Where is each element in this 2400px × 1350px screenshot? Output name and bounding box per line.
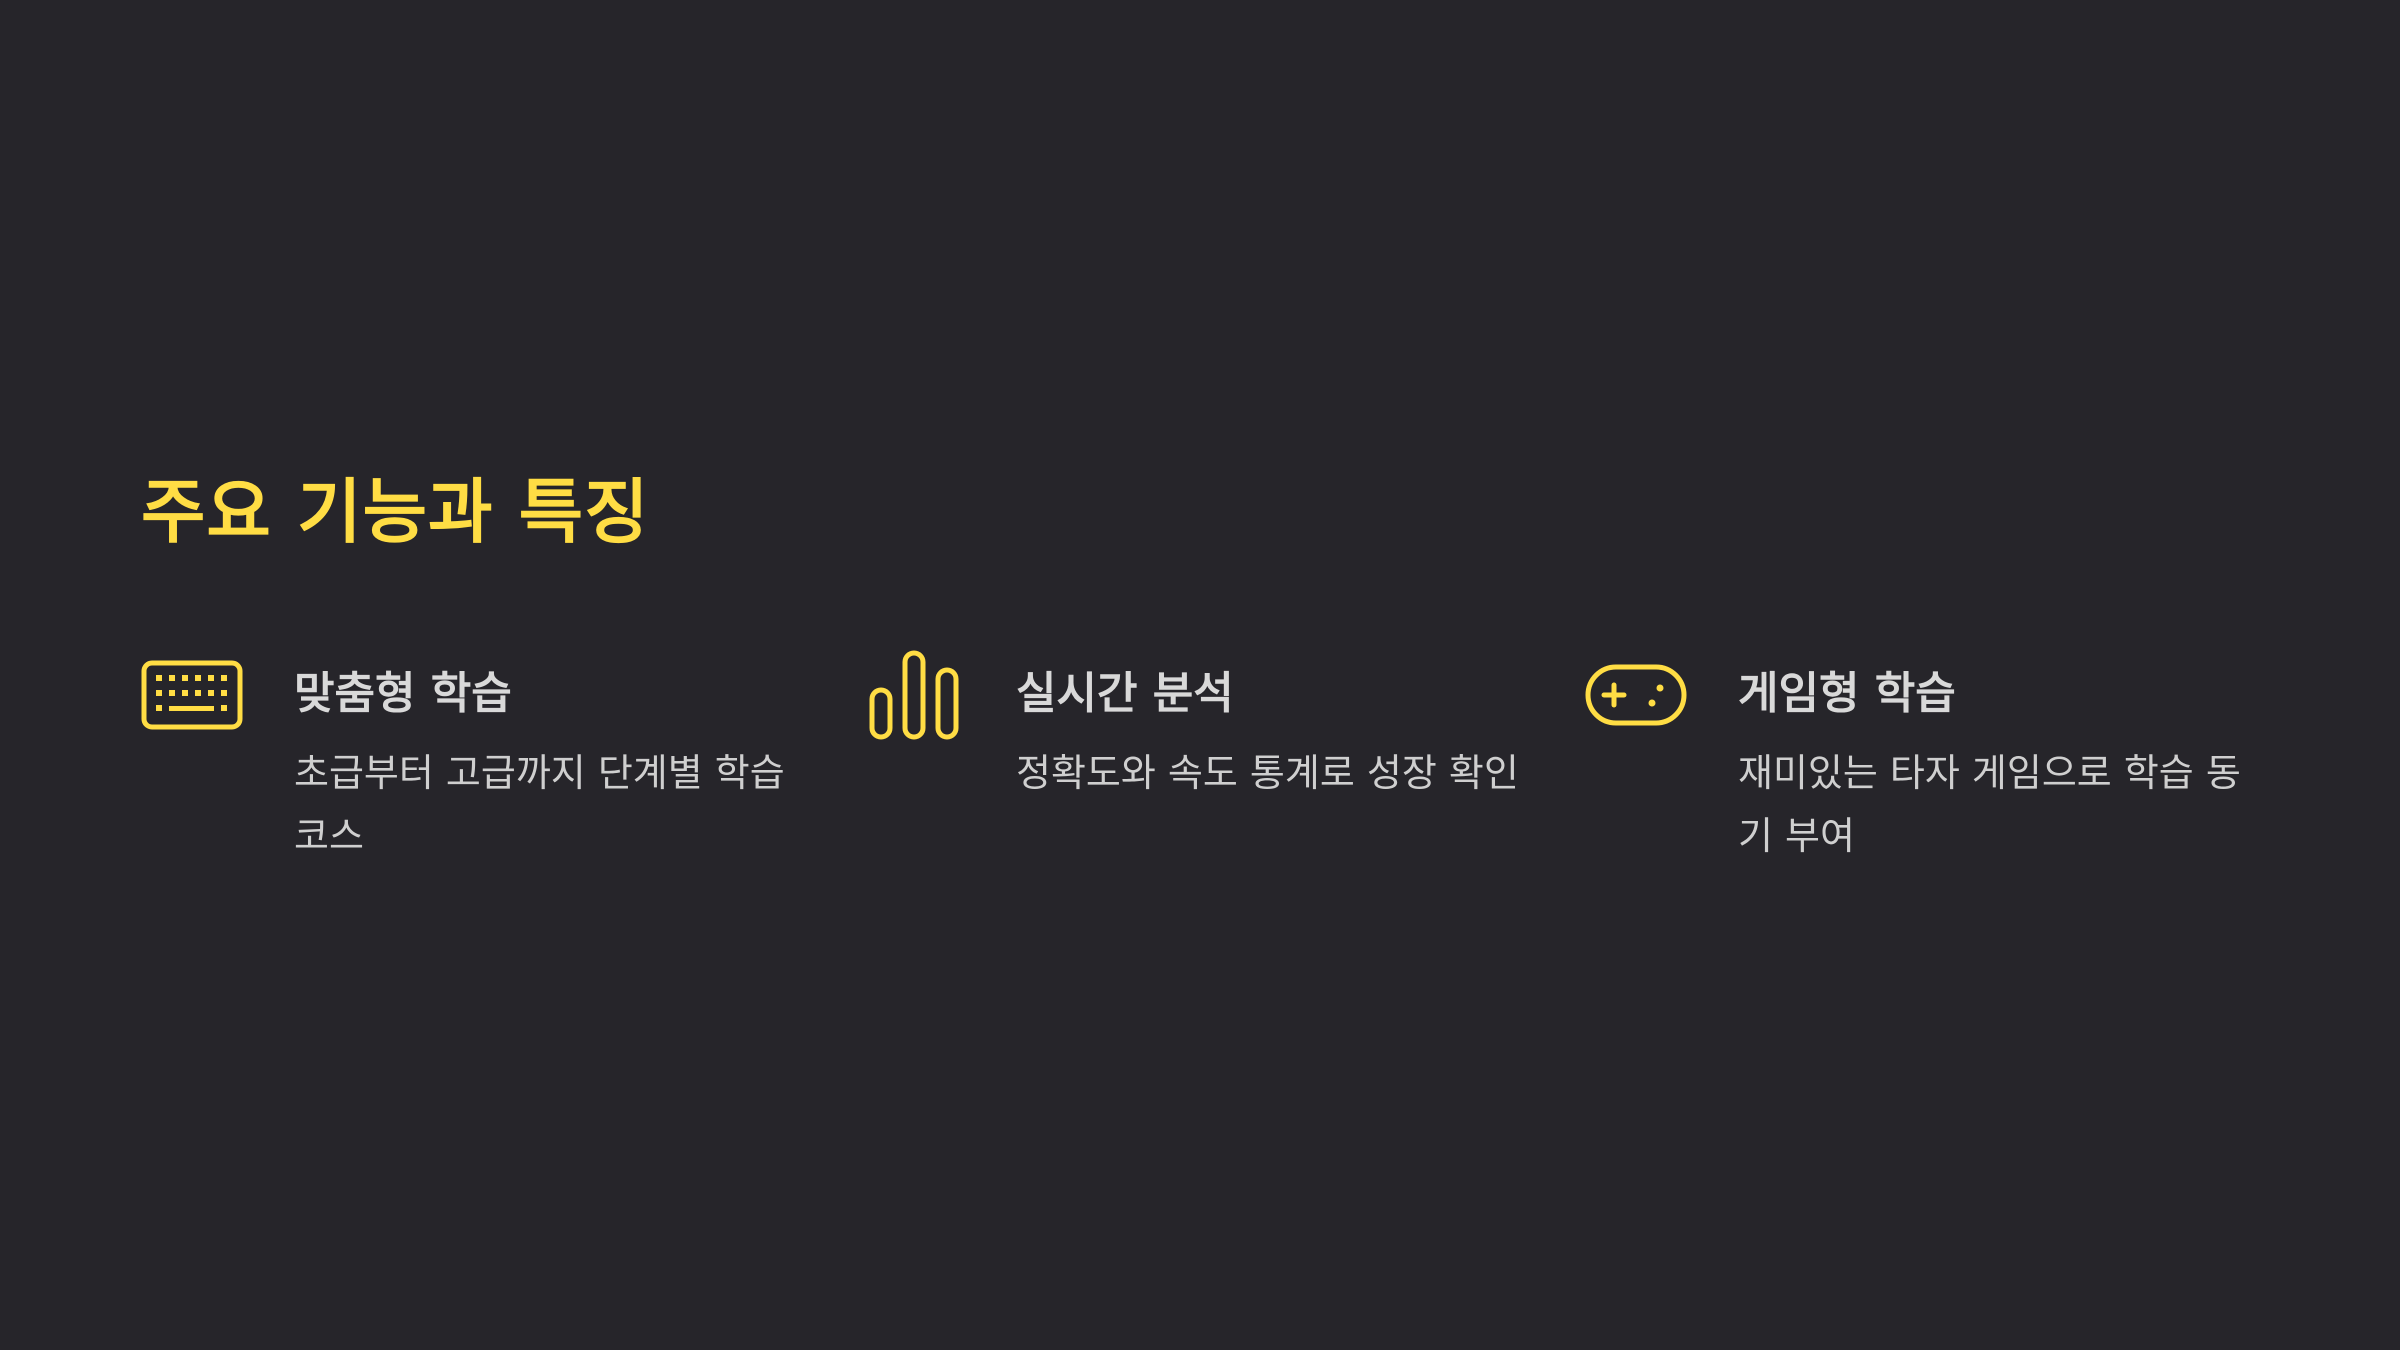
- feature-item-custom-learning: 맞춤형 학습 초급부터 고급까지 단계별 학습 코스: [141, 650, 861, 890]
- feature-description: 재미있는 타자 게임으로 학습 동기 부여: [1738, 751, 2241, 858]
- feature-list: 맞춤형 학습 초급부터 고급까지 단계별 학습 코스 실시간 분석 정확도와 속…: [141, 650, 2301, 890]
- feature-description: 정확도와 속도 통계로 성장 확인: [1016, 751, 1519, 795]
- feature-heading: 실시간 분석: [1016, 668, 1234, 719]
- bar-chart-icon: [863, 650, 965, 740]
- feature-description: 초급부터 고급까지 단계별 학습 코스: [294, 751, 785, 858]
- feature-heading: 게임형 학습: [1738, 668, 1956, 719]
- gamepad-icon: [1585, 650, 1687, 740]
- feature-heading: 맞춤형 학습: [294, 668, 512, 719]
- feature-item-realtime-analysis: 실시간 분석 정확도와 속도 통계로 성장 확인: [863, 650, 1583, 890]
- feature-item-game-learning: 게임형 학습 재미있는 타자 게임으로 학습 동기 부여: [1585, 650, 2305, 890]
- keyboard-icon: [141, 650, 243, 740]
- page-title: 주요 기능과 특징: [141, 471, 650, 553]
